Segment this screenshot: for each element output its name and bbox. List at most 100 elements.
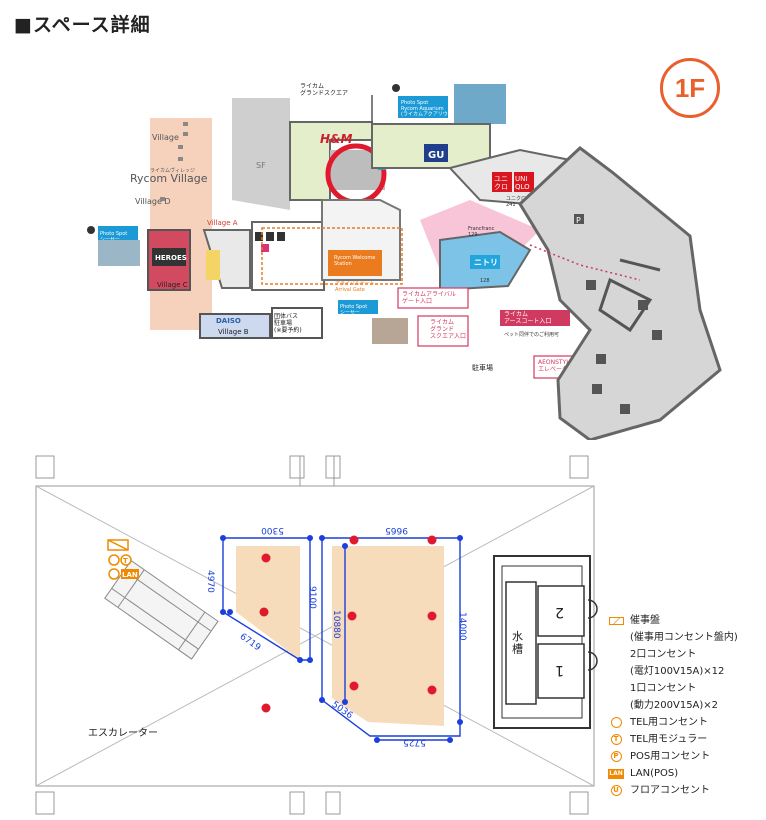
escalator-label: エスカレーター: [88, 727, 158, 739]
event-panel-icon: [107, 539, 129, 551]
legend-label: TEL用モジュラー: [630, 734, 708, 745]
tel-modular-icon: T: [608, 733, 624, 746]
legend-label: フロアコンセント: [630, 785, 710, 796]
bus-parking-label: 団体バス駐車場(※要予約): [274, 312, 302, 334]
photo-shisa-center: [338, 300, 378, 314]
dim-14000: 14000: [457, 612, 467, 641]
arrival-gate-entry-box: [397, 287, 469, 309]
parking-p-1: P: [576, 216, 581, 225]
parking-markers: [574, 214, 662, 414]
restroom-icons: [255, 232, 285, 252]
floor-plan: 5300 9665 4970 9100 10880 14000 6719 503…: [35, 455, 598, 815]
legend-row: T TEL用モジュラー: [608, 731, 764, 748]
legend-row: TEL用コンセント: [608, 714, 764, 731]
page-title: ■スペース詳細: [14, 14, 151, 36]
photo-shisa-left-image: [98, 240, 140, 266]
legend-label: 2口コンセント: [630, 649, 697, 660]
lan-icon-label: LAN: [122, 571, 138, 579]
village-d-label: Village D: [135, 197, 171, 206]
elevator-doors: [587, 599, 598, 671]
village-shop-dots: [160, 122, 188, 201]
rycom-village-jp: ライカムヴィレッジ: [150, 167, 195, 174]
photo-shisa-left: [98, 226, 138, 240]
plan-diagonals: [35, 485, 595, 787]
yellow-wash: [206, 250, 220, 280]
lan-icon: LAN: [608, 768, 624, 779]
uniqlo-logo-2: [514, 172, 534, 192]
legend-label: 1口コンセント: [630, 683, 697, 694]
grand-square-entry-label: ライカムグランドスクエア入口: [430, 319, 466, 340]
grand-square-top-label: ライカムグランドスクエア: [300, 83, 348, 97]
legend-label: LAN(POS): [630, 768, 679, 779]
camera-icon-aquarium: [392, 84, 400, 92]
tel-modular-icon: [120, 554, 132, 566]
dim-10880: 10880: [331, 610, 341, 639]
legend-row: 2口コンセント: [630, 646, 764, 663]
bus-parking: [271, 307, 323, 339]
legend-label: (催事用コンセント盤内): [630, 632, 738, 643]
dim-9665: 9665: [385, 525, 408, 535]
grand-square-entry-box: [417, 315, 469, 347]
plan-columns: [35, 455, 589, 815]
welcome-station: [328, 250, 382, 276]
legend-row: P POS用コンセント: [608, 748, 764, 765]
pink-zone-lower: [500, 310, 570, 326]
village-a-label: Village A: [207, 219, 238, 227]
village-area: [150, 118, 212, 330]
water-tank: [505, 581, 537, 705]
village-b-label: Village B: [218, 328, 249, 336]
sf-area: [232, 98, 290, 210]
gu-logo: [424, 144, 448, 162]
photo-shisa-center-image: [372, 318, 408, 344]
stair-1-label: 1: [555, 662, 564, 678]
legend-row: LAN LAN(POS): [608, 765, 764, 782]
tel-modular-letter: T: [123, 557, 128, 565]
dim-5300: 5300: [261, 525, 284, 535]
village-c-label: Village C: [157, 281, 188, 289]
escalator: [104, 559, 219, 660]
legend-label: POS用コンセント: [630, 751, 711, 762]
event-area-left: [236, 546, 300, 660]
legend-label: (動力200V15A)×2: [630, 700, 719, 711]
hm-label: H&M: [320, 132, 353, 146]
event-area-right: [332, 546, 444, 726]
tel-outlet-icon: [608, 716, 624, 729]
tel-outlet-icon: [108, 554, 120, 566]
parking-building: [518, 146, 722, 440]
dim-5725: 5725: [403, 737, 426, 747]
legend-row: 催事盤: [608, 612, 764, 629]
nitori-number: 128: [480, 278, 490, 284]
earth-court-label: ライカムアースコート入口: [504, 311, 551, 325]
sf-label: SF: [256, 161, 266, 170]
legend: 催事盤 (催事用コンセント盤内) 2口コンセント (電灯100V15A)×12 …: [608, 612, 764, 799]
atrium-dash: [261, 227, 403, 285]
tel-outlet-icon-2: [108, 568, 120, 580]
photo-aquarium: [398, 96, 448, 118]
tel-outlet-glyph: [610, 717, 622, 728]
plan-frame: [35, 485, 595, 787]
legend-label: (電灯100V15A)×12: [630, 666, 725, 677]
dim-4970: 4970: [205, 570, 215, 593]
floor-outlet-icon: U: [608, 784, 624, 797]
photo-aquarium-image: [454, 84, 506, 124]
legend-row: (催事用コンセント盤内): [630, 629, 764, 646]
heroes-label: HEROES: [155, 254, 187, 262]
parking-label: 駐車場: [472, 363, 493, 372]
camera-icon: [87, 226, 95, 234]
stair-2-box: [537, 585, 585, 637]
pos-outlet-icon: P: [608, 750, 624, 763]
stair-1-box: [537, 643, 585, 699]
pink-dots: [529, 244, 641, 281]
legend-label: 催事盤: [630, 615, 660, 626]
lan-icon: [121, 569, 139, 579]
legend-label: TEL用コンセント: [630, 717, 708, 728]
red-markers: [259, 535, 437, 713]
